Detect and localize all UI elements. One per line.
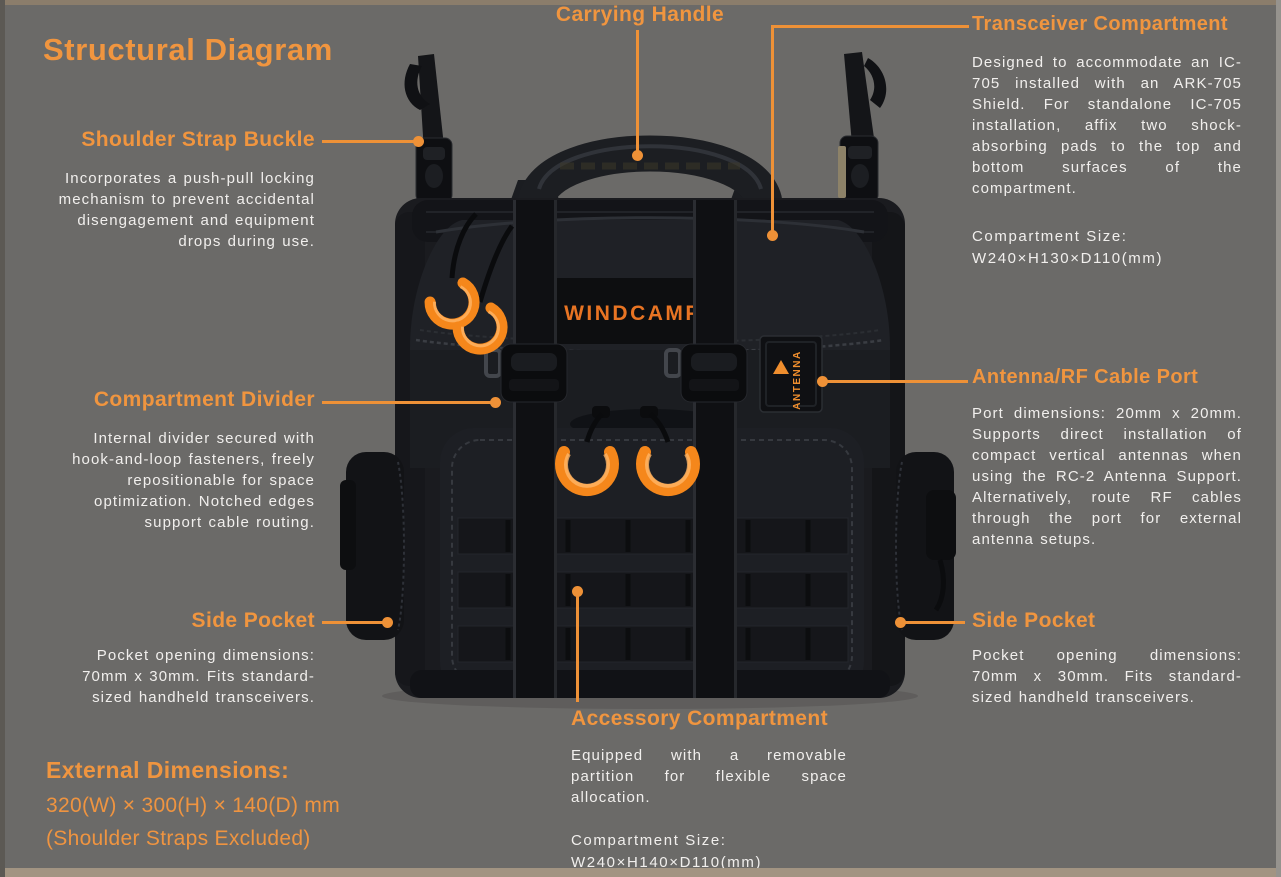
- callout-title-transceiver: Transceiver Compartment: [972, 13, 1228, 35]
- leader-carrying-handle: [636, 30, 639, 152]
- callout-accessory-compartment: Accessory Compartment Equipped with a re…: [571, 707, 851, 874]
- strap-buckles: [484, 343, 748, 403]
- callout-body-shoulder-buckle: Incorporates a push-pull locking mechani…: [58, 170, 315, 250]
- callout-side-pocket-right: Side Pocket Pocket opening dimensions: 7…: [972, 609, 1244, 708]
- callout-body-compartment-divider: Internal divider secured with hook-and-l…: [72, 430, 315, 531]
- frame-edge-bottom: [0, 868, 1281, 877]
- frame-edge-top: [0, 0, 1281, 5]
- leader-dot-side-pocket-right: [895, 617, 906, 628]
- external-dimensions-note: (Shoulder Straps Excluded): [46, 827, 311, 850]
- leader-dot-transceiver: [767, 230, 778, 241]
- transceiver-size-value: W240×H130×D110(mm): [972, 250, 1164, 267]
- callout-compartment-divider: Compartment Divider Internal divider sec…: [45, 388, 315, 533]
- frame-edge-right: [1276, 0, 1281, 877]
- leader-side-pocket-right: [901, 621, 965, 624]
- callout-shoulder-strap-buckle: Shoulder Strap Buckle Incorporates a pus…: [45, 128, 315, 252]
- brand-logo-text: WINDCAMP: [564, 302, 702, 325]
- callout-body-side-pocket-left: Pocket opening dimensions: 70mm x 30mm. …: [82, 647, 315, 706]
- callout-body-antenna-rf-port: Port dimensions: 20mm x 20mm. Supports d…: [972, 405, 1242, 548]
- transceiver-size-label: Compartment Size:: [972, 228, 1128, 245]
- page-title: Structural Diagram: [43, 32, 333, 67]
- antenna-triangle-icon: [773, 360, 789, 374]
- antenna-tag-text: ANTENNA: [792, 350, 803, 409]
- callout-title-carrying-handle: Carrying Handle: [555, 3, 725, 26]
- side-pocket-right-shape: [895, 452, 956, 640]
- callout-body-accessory: Equipped with a removable partition for …: [571, 747, 847, 806]
- callout-body-transceiver: Designed to accommodate an IC-705 instal…: [972, 54, 1242, 197]
- accessory-size-value: W240×H140×D110(mm): [571, 854, 763, 871]
- callout-title-side-pocket-left: Side Pocket: [191, 609, 315, 632]
- leader-antenna-port: [824, 380, 968, 383]
- callout-body-side-pocket-right: Pocket opening dimensions: 70mm x 30mm. …: [972, 647, 1242, 706]
- side-pocket-left-shape: [340, 452, 405, 640]
- accessory-size-label: Compartment Size:: [571, 832, 727, 849]
- leader-accessory: [576, 592, 579, 702]
- leader-shoulder-buckle: [322, 140, 417, 143]
- callout-side-pocket-left: Side Pocket Pocket opening dimensions: 7…: [45, 609, 315, 708]
- frame-edge-left: [0, 0, 5, 877]
- leader-dot-compartment-divider: [490, 397, 501, 408]
- brand-patch: WINDCAMP: [538, 278, 728, 344]
- zipper-pull-rings-center: [555, 406, 700, 497]
- leader-side-pocket-left: [322, 621, 386, 624]
- external-dimensions-title: External Dimensions:: [46, 757, 290, 783]
- leader-dot-carrying-handle: [632, 150, 643, 161]
- callout-title-side-pocket-right: Side Pocket: [972, 609, 1096, 632]
- leader-dot-shoulder-buckle: [413, 136, 424, 147]
- leader-dot-accessory: [572, 586, 583, 597]
- leader-compartment-divider: [322, 401, 494, 404]
- zipper-pull-rings-upper: [424, 212, 515, 355]
- leader-dot-side-pocket-left: [382, 617, 393, 628]
- callout-antenna-rf-port: Antenna/RF Cable Port Port dimensions: 2…: [972, 366, 1244, 550]
- backpack-photo: WINDCAMP: [340, 52, 956, 709]
- external-dimensions-size: 320(W) × 300(H) × 140(D) mm: [46, 794, 341, 817]
- leader-transceiver-v: [771, 25, 774, 233]
- leader-dot-antenna-port: [817, 376, 828, 387]
- leader-transceiver-h: [771, 25, 969, 28]
- callout-transceiver-compartment: Transceiver Compartment Designed to acco…: [972, 13, 1244, 270]
- callout-title-shoulder-buckle: Shoulder Strap Buckle: [81, 128, 315, 151]
- callout-title-compartment-divider: Compartment Divider: [93, 388, 315, 411]
- callout-title-antenna-rf-port: Antenna/RF Cable Port: [972, 366, 1199, 388]
- external-dimensions: External Dimensions: 320(W) × 300(H) × 1…: [46, 757, 340, 851]
- callout-title-accessory: Accessory Compartment: [571, 707, 828, 730]
- antenna-port-patch: ANTENNA: [759, 335, 823, 413]
